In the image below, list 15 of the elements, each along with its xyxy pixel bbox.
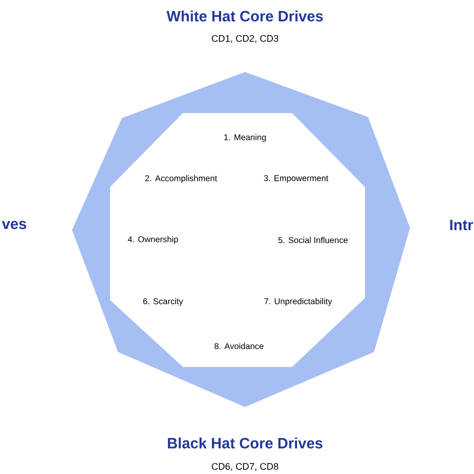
octagon-diagram <box>72 72 410 407</box>
drive-label: 6. Scarcity <box>143 298 184 306</box>
subheading: CD1, CD2, CD3 <box>212 35 278 43</box>
drive-label: 1. Meaning <box>224 134 266 142</box>
drive-label: 7. Unpredictability <box>264 298 332 306</box>
heading: Black Hat Core Drives <box>168 438 322 448</box>
drive-label: 3. Empowerment <box>264 175 328 183</box>
drive-label: 5. Social Influence <box>278 236 348 244</box>
drive-label: 2. Accomplishment <box>145 175 218 183</box>
drive-label: 8. Avoidance <box>214 342 264 350</box>
heading: White Hat Core Drives <box>166 10 323 22</box>
drive-label: 4. Ownership <box>128 236 178 244</box>
heading: Intr <box>450 220 474 230</box>
heading: ves <box>2 220 26 230</box>
subheading: CD6, CD7, CD8 <box>212 463 278 471</box>
